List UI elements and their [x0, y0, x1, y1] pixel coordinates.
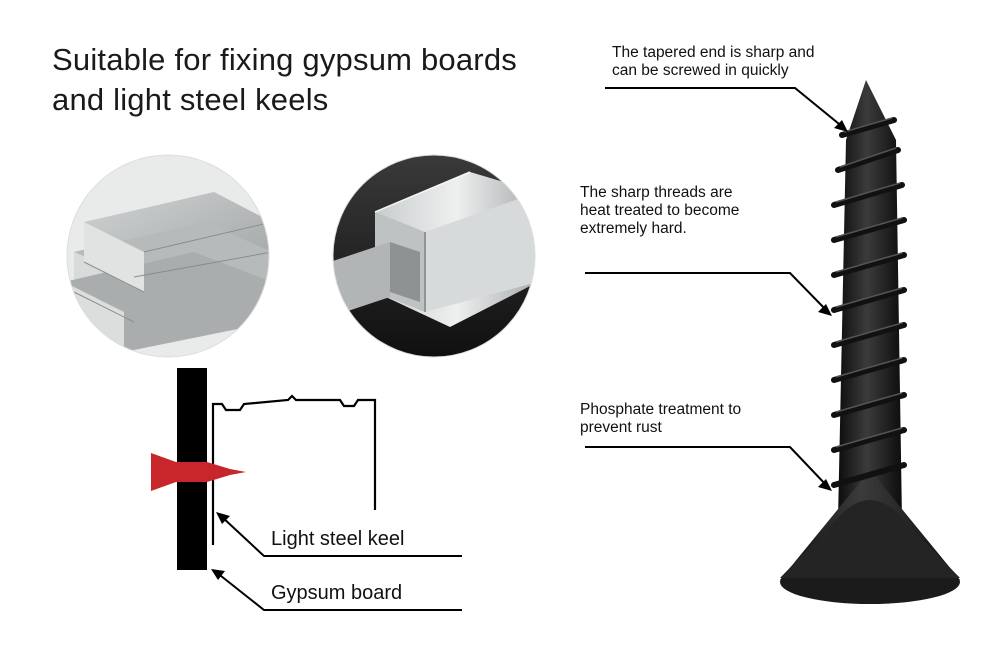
threads-line-2: heat treated to become — [580, 202, 740, 219]
gypsum-board-label: Gypsum board — [271, 582, 403, 604]
tapered-end-line-2: can be screwed in quickly — [612, 62, 789, 79]
keel-leader-line — [220, 515, 462, 557]
headline-line-2: and light steel keels — [52, 82, 329, 117]
threads-leader — [585, 272, 829, 313]
phosphate-line-2: prevent rust — [580, 419, 662, 436]
steel-keel-photo — [332, 154, 536, 358]
light-steel-keel-label: Light steel keel — [271, 528, 405, 550]
steel-keel-shape — [211, 394, 377, 545]
threads-line-3: extremely hard. — [580, 220, 687, 237]
tapered-end-leader — [605, 87, 845, 129]
phosphate-line-1: Phosphate treatment to — [580, 401, 742, 418]
drywall-screw-image — [780, 80, 960, 604]
phosphate-note: Phosphate treatment to prevent rust — [580, 401, 741, 437]
threads-note: The sharp threads are heat treated to be… — [580, 184, 739, 238]
headline-line-1: Suitable for fixing gypsum boards — [52, 42, 517, 77]
tapered-end-note: The tapered end is sharp and can be scre… — [612, 44, 815, 80]
phosphate-leader — [585, 446, 829, 488]
tapered-end-line-1: The tapered end is sharp and — [612, 44, 815, 61]
gypsum-boards-photo — [66, 154, 270, 358]
threads-line-1: The sharp threads are — [580, 184, 733, 201]
headline: Suitable for fixing gypsum boards and li… — [52, 40, 517, 120]
board-leader-line — [215, 571, 462, 611]
screw-shape — [151, 453, 246, 491]
